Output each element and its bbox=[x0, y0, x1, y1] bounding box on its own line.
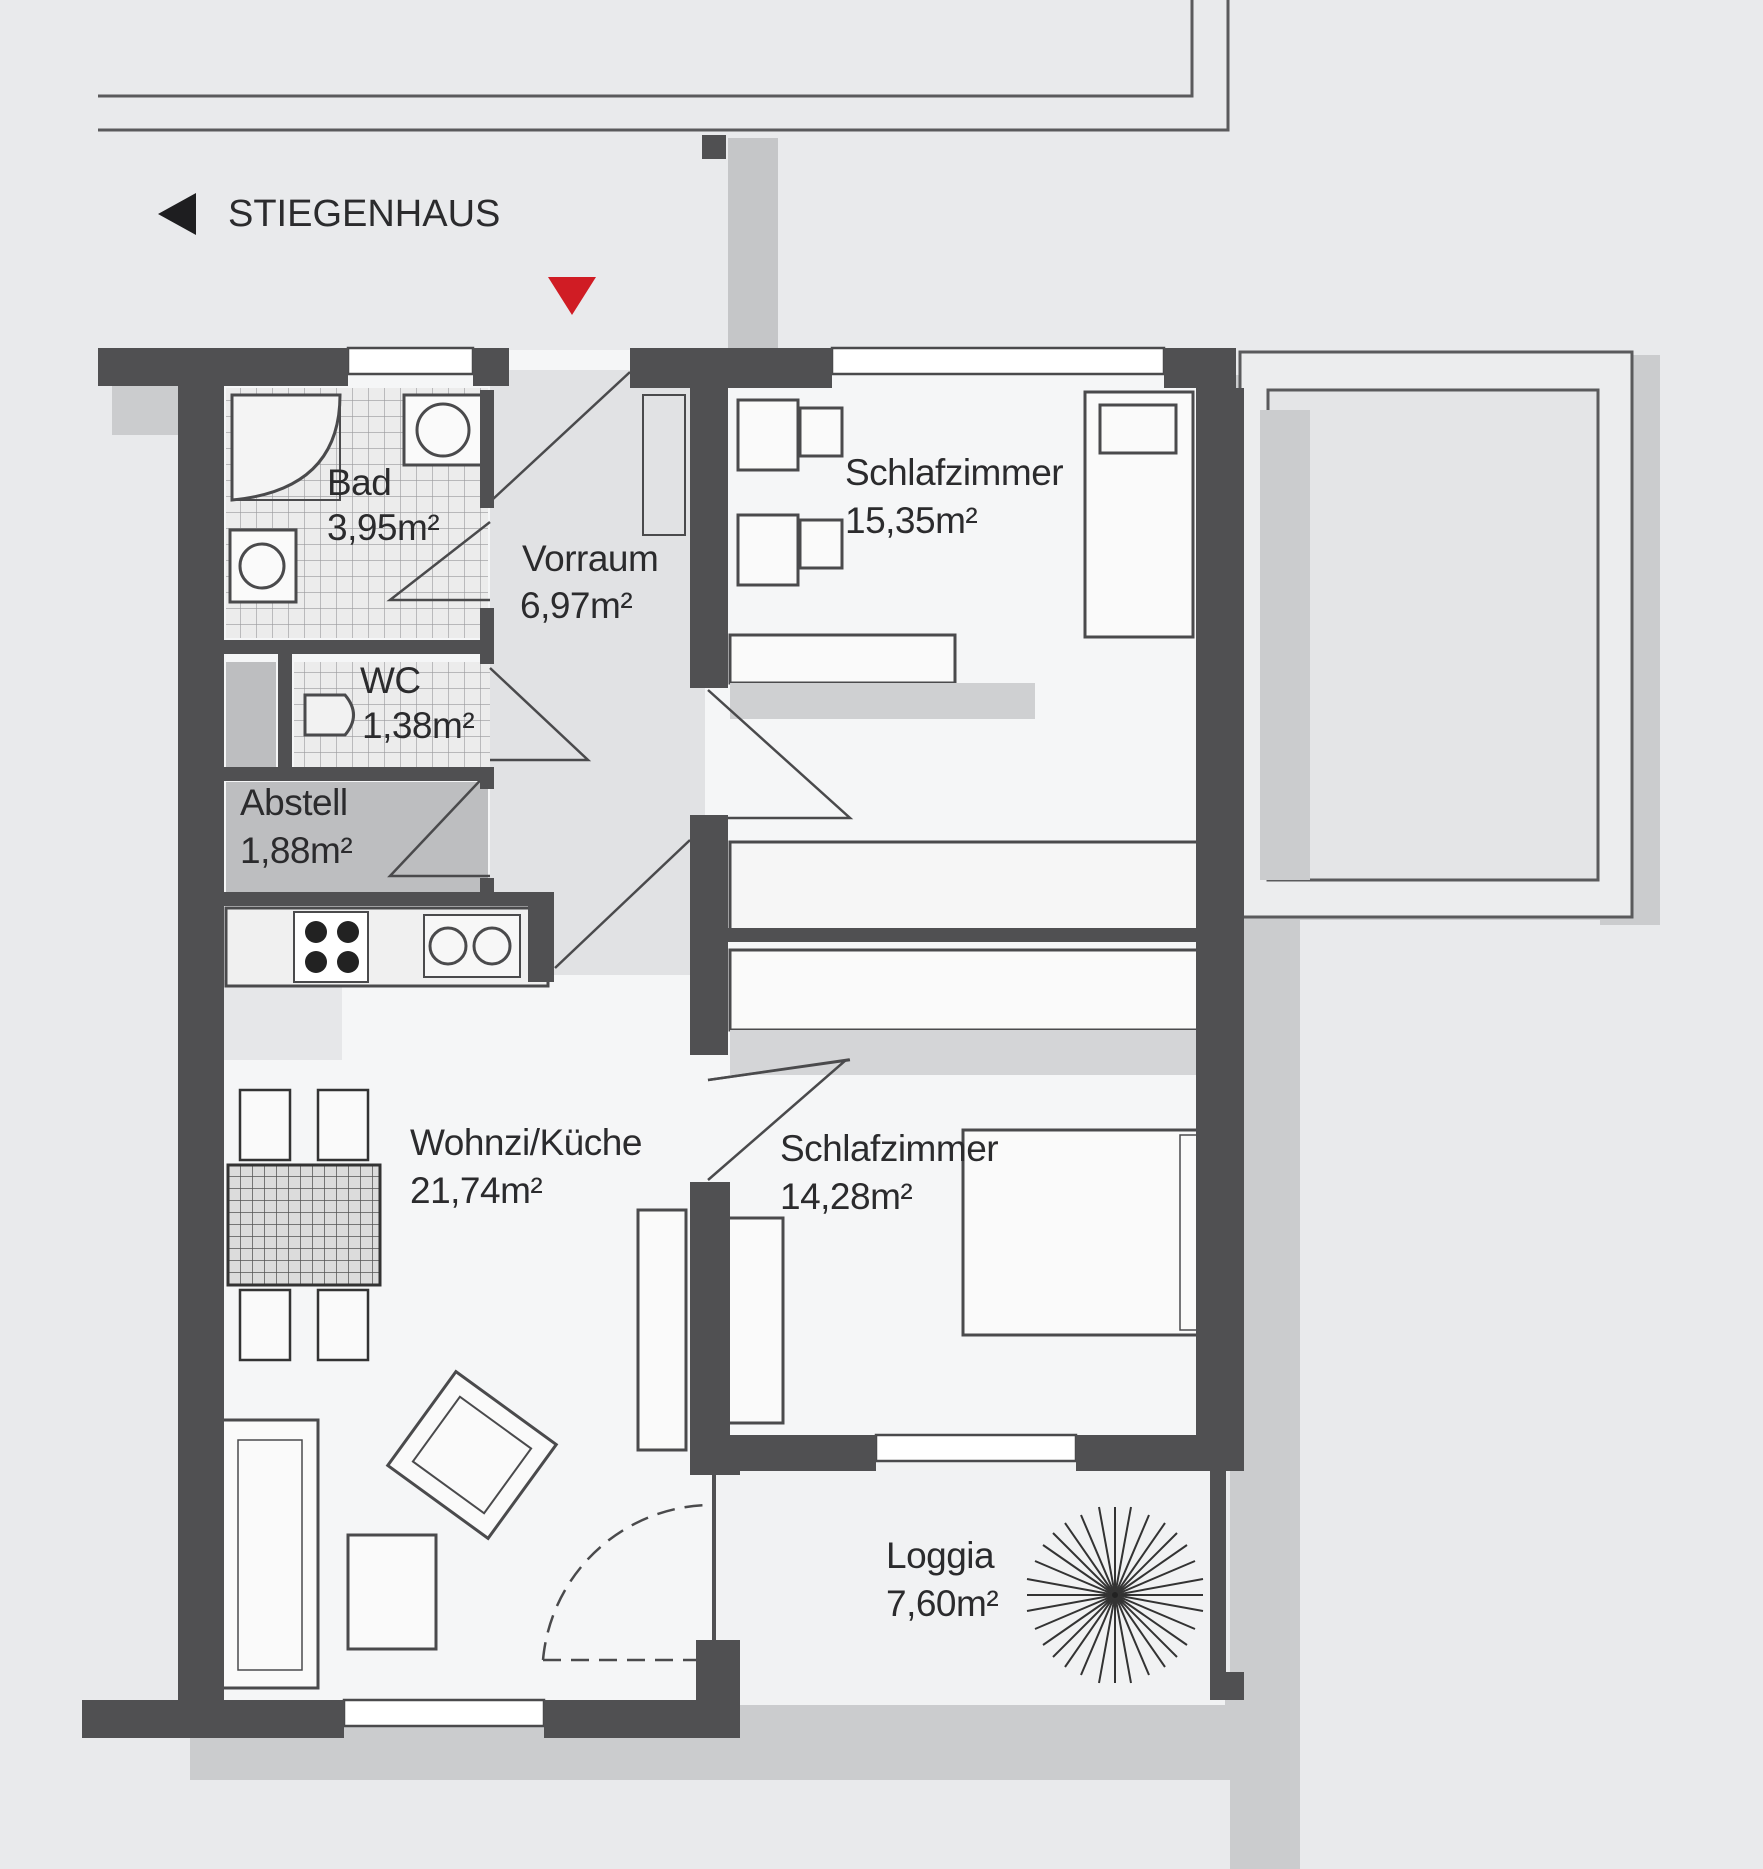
walls bbox=[82, 348, 1244, 1738]
windows bbox=[342, 346, 1166, 1728]
wc-area: 1,38m² bbox=[362, 705, 475, 746]
adjacent-building-top bbox=[98, 0, 1230, 132]
loggia-name: Loggia bbox=[886, 1535, 995, 1576]
door-swings bbox=[386, 371, 854, 1662]
wc-closet bbox=[226, 662, 276, 767]
bedroom2-furniture bbox=[636, 948, 1210, 1452]
bedroom1-name: Schlafzimmer bbox=[845, 452, 1064, 493]
storage-floor bbox=[226, 782, 488, 892]
living-area: 21,74m² bbox=[410, 1170, 543, 1211]
terrace-right bbox=[1238, 350, 1634, 919]
bath-name: Bad bbox=[327, 462, 392, 503]
bedroom1-area: 15,35m² bbox=[845, 500, 978, 541]
loggia-divider bbox=[712, 1472, 716, 1700]
dining-set bbox=[226, 1088, 382, 1362]
bedroom2-area: 14,28m² bbox=[780, 1176, 913, 1217]
bedroom1-furniture bbox=[642, 390, 1195, 685]
wc-name: WC bbox=[360, 660, 421, 701]
bedroom2-name: Schlafzimmer bbox=[780, 1128, 999, 1169]
living-shade bbox=[222, 980, 342, 1060]
bedroom1-wardrobe bbox=[728, 840, 1202, 934]
stairwell-label: STIEGENHAUS bbox=[228, 193, 501, 235]
post bbox=[702, 135, 726, 159]
entrance-marker-icon bbox=[548, 277, 596, 315]
hall-floor bbox=[490, 370, 705, 975]
storage-name: Abstell bbox=[240, 782, 348, 823]
living-name: Wohnzi/Küche bbox=[410, 1122, 642, 1163]
storage-area: 1,88m² bbox=[240, 830, 353, 871]
loggia-area: 7,60m² bbox=[886, 1583, 999, 1624]
loggia-floor bbox=[715, 1450, 1225, 1705]
hall-name: Vorraum bbox=[522, 538, 659, 579]
arrow-left-icon bbox=[158, 193, 196, 235]
bedroom2-shadow bbox=[730, 1030, 1210, 1075]
corridor-shadow bbox=[728, 138, 778, 348]
kitchen-counter bbox=[224, 906, 550, 988]
hall-area: 6,97m² bbox=[520, 585, 633, 626]
loggia-plant bbox=[1026, 1506, 1204, 1684]
bath-area: 3,95m² bbox=[327, 507, 440, 548]
wardrobe-shadow bbox=[730, 683, 1035, 719]
bath-fixtures bbox=[228, 393, 484, 737]
living-furniture bbox=[220, 1369, 559, 1690]
